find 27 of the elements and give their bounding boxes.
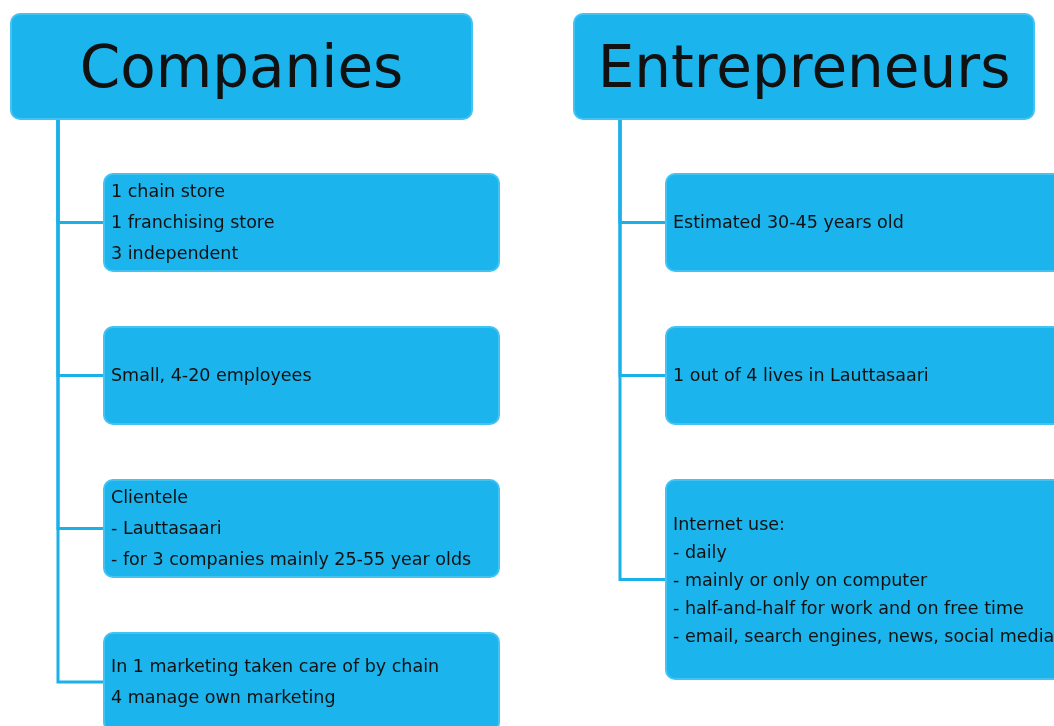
box-text: - half-and-half for work and on free time bbox=[673, 596, 1025, 619]
box-text: In 1 marketing taken care of by chain bbox=[111, 655, 441, 678]
box-text: 1 chain store bbox=[111, 180, 226, 203]
info-box bbox=[665, 479, 1054, 680]
info-box bbox=[103, 173, 500, 272]
info-box bbox=[665, 326, 1054, 425]
box-text: - for 3 companies mainly 25-55 year olds bbox=[111, 548, 473, 571]
box-text: - daily bbox=[673, 540, 728, 563]
box-text: - mainly or only on computer bbox=[673, 568, 929, 591]
box-text: 1 franchising store bbox=[111, 211, 276, 234]
box-text: Clientele bbox=[111, 486, 190, 509]
info-box bbox=[103, 632, 500, 726]
header-box bbox=[10, 13, 473, 120]
box-text: Small, 4-20 employees bbox=[111, 364, 313, 387]
box-text: 3 independent bbox=[111, 242, 240, 265]
box-text: 4 manage own marketing bbox=[111, 686, 337, 709]
info-box bbox=[103, 326, 500, 425]
header-box bbox=[573, 13, 1035, 120]
box-text: - email, search engines, news, social media bbox=[673, 624, 1054, 647]
box-text: Internet use: bbox=[673, 512, 786, 535]
box-text: 1 out of 4 lives in Lauttasaari bbox=[673, 364, 930, 387]
box-text: Estimated 30-45 years old bbox=[673, 211, 905, 234]
info-box bbox=[665, 173, 1054, 272]
connector-line bbox=[618, 120, 665, 581]
connector-line bbox=[56, 120, 103, 684]
box-text: - Lauttasaari bbox=[111, 517, 223, 540]
info-box bbox=[103, 479, 500, 578]
